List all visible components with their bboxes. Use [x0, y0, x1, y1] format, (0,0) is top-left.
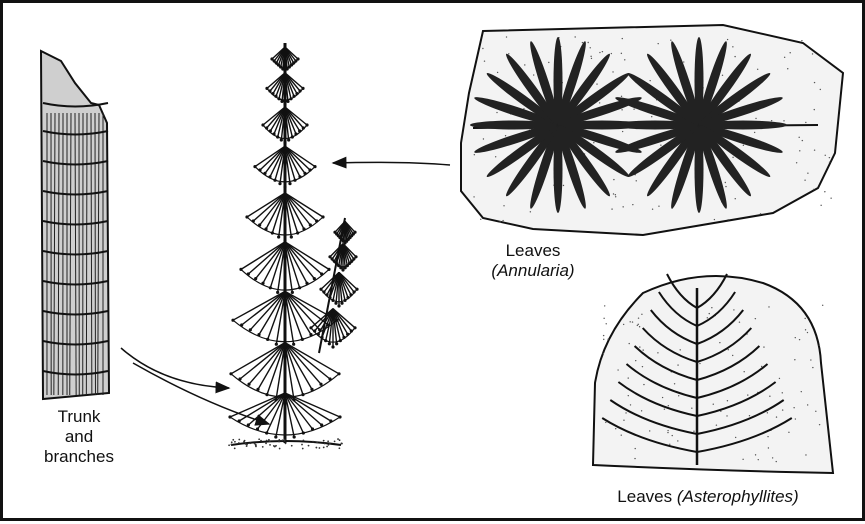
- annularia-fossil-drawing: [461, 25, 843, 235]
- illustration: [3, 3, 865, 524]
- trunk-label-line-2: and: [39, 427, 119, 447]
- arrow-leaves-to-crown: [333, 162, 450, 165]
- trunk-label-line-3: branches: [39, 447, 119, 467]
- tree-drawing: [228, 43, 358, 449]
- arrow-trunk-to-branches: [121, 348, 229, 388]
- trunk-label-line-1: Trunk: [39, 407, 119, 427]
- trunk-label: Trunk and branches: [39, 407, 119, 467]
- asterophyllites-label-prefix: Leaves: [617, 487, 677, 506]
- asterophyllites-label: Leaves (Asterophyllites): [593, 487, 823, 507]
- annularia-label-prefix: Leaves: [478, 241, 588, 261]
- asterophyllites-label-species: (Asterophyllites): [677, 487, 799, 506]
- asterophyllites-fossil-drawing: [593, 274, 833, 473]
- annularia-label-species: (Annularia): [478, 261, 588, 281]
- annularia-label: Leaves (Annularia): [478, 241, 588, 281]
- fossil-trunk-drawing: [41, 51, 109, 399]
